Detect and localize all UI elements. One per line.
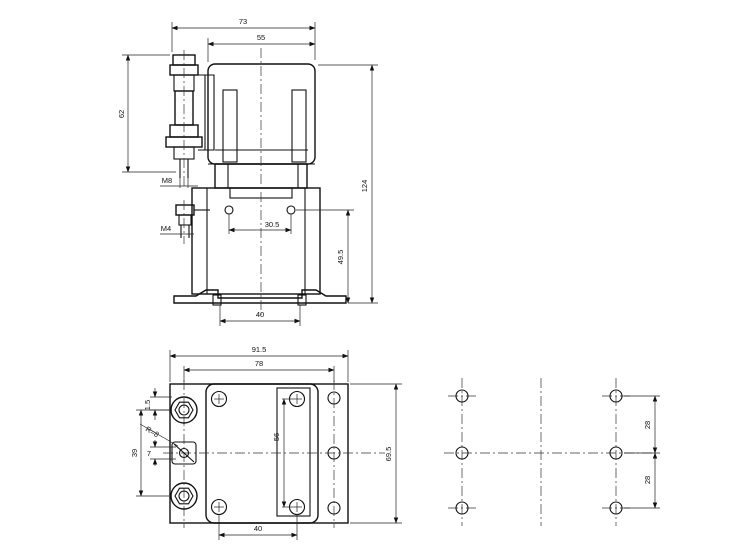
pattern-hole-right-mid xyxy=(609,446,623,460)
dim-56-label: 56 xyxy=(272,433,281,441)
screw-top-left xyxy=(210,390,228,408)
dim-40-label: 40 xyxy=(256,310,264,319)
terminal-bus-plate xyxy=(198,74,215,151)
bottom-pin-left xyxy=(212,294,222,306)
screw-bottom-left xyxy=(210,498,228,516)
coil-right-bracket xyxy=(291,89,307,163)
top-view: 91.5 78 1.5 R=8 7 39 56 69.5 xyxy=(130,345,402,540)
dim-78-label: 78 xyxy=(255,359,263,368)
dim-28-lower-label: 28 xyxy=(643,476,652,484)
relay-body xyxy=(191,187,321,295)
mounting-hole-pattern: 28 28 xyxy=(444,378,660,526)
pattern-hole-left-bottom xyxy=(455,501,469,515)
side-view: 73 55 62 M8 M4 30.5 124 49.5 xyxy=(117,17,378,326)
terminal-upper xyxy=(170,396,198,424)
dim-40-top-label: 40 xyxy=(254,524,262,533)
dim-m4-label: M4 xyxy=(161,224,171,233)
coil-left-bracket xyxy=(222,89,238,163)
dim-62-label: 62 xyxy=(117,110,126,118)
dim-73-label: 73 xyxy=(239,17,247,26)
dim-28-upper-label: 28 xyxy=(643,421,652,429)
dim-124-label: 124 xyxy=(360,180,369,193)
base-plate xyxy=(169,383,349,524)
dim-30-5-label: 30.5 xyxy=(265,220,280,229)
dim-49-5-label: 49.5 xyxy=(336,250,345,265)
dim-r8-label: R=8 xyxy=(144,424,161,439)
base-hole-mid xyxy=(327,446,341,460)
pattern-hole-right-bottom xyxy=(609,501,623,515)
coil-top xyxy=(276,387,311,517)
pattern-hole-right-top xyxy=(609,389,623,403)
dim-7-label: 7 xyxy=(147,449,151,458)
pattern-hole-left-top xyxy=(455,389,469,403)
dim-91-5-label: 91.5 xyxy=(252,345,267,354)
relay-top-body xyxy=(205,383,319,524)
left-pivot-hole xyxy=(224,205,234,215)
aux-terminal-tab xyxy=(171,441,197,465)
base-hole-bottom xyxy=(327,501,341,515)
coil-housing xyxy=(207,63,316,165)
pattern-hole-left-mid xyxy=(455,446,469,460)
mounting-bracket xyxy=(173,289,347,304)
right-pivot-hole xyxy=(286,205,296,215)
dim-69-5-label: 69.5 xyxy=(384,447,393,462)
dim-m8-label: M8 xyxy=(162,176,172,185)
base-hole-top xyxy=(327,391,341,405)
dim-55-label: 55 xyxy=(257,33,265,42)
bottom-pin-right xyxy=(297,294,307,306)
dim-39-label: 39 xyxy=(130,449,139,457)
dim-1-5-label: 1.5 xyxy=(143,400,152,410)
